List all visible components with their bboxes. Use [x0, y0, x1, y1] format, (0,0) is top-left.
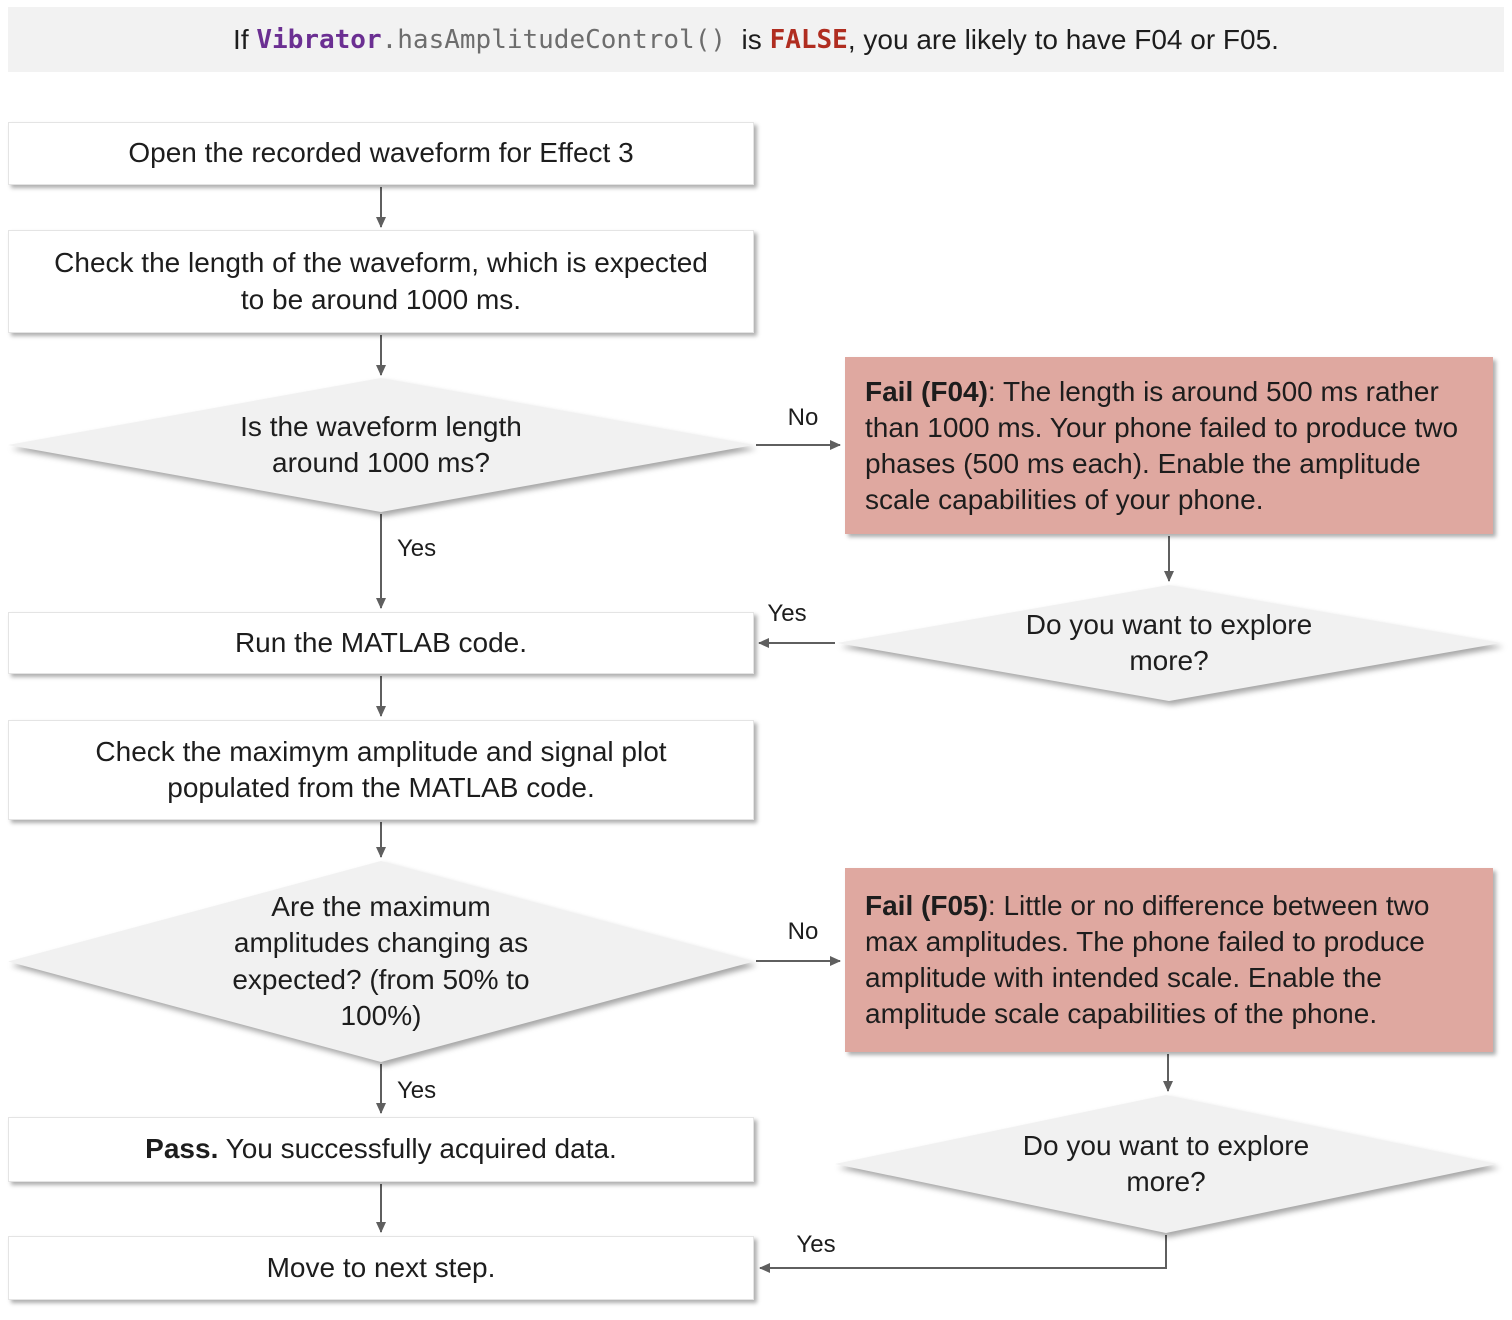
- decision-explore-1: Do you want to explore more?: [837, 585, 1501, 701]
- fail-f05-lead: Fail (F05): [865, 890, 988, 921]
- fail-f04-lead: Fail (F04): [865, 375, 988, 407]
- step-run-matlab: Run the MATLAB code.: [8, 612, 754, 674]
- step-pass-lead: Pass.: [145, 1133, 219, 1165]
- step-open-waveform-label: Open the recorded waveform for Effect 3: [128, 137, 634, 169]
- step-move-next: Move to next step.: [8, 1236, 754, 1300]
- step-pass-label: Pass. You successfully acquired data.: [105, 1131, 657, 1167]
- decision-amplitude: Are the maximum amplitudes changing as e…: [8, 861, 754, 1062]
- fail-f05-rest: : Little or no difference between two ma…: [865, 890, 1430, 1029]
- banner-text-tail: , you are likely to have F04 or F05.: [847, 23, 1279, 55]
- decision-explore-2: Do you want to explore more?: [835, 1095, 1497, 1233]
- step-open-waveform: Open the recorded waveform for Effect 3: [8, 122, 754, 185]
- step-check-amplitude-label: Check the maximym amplitude and signal p…: [95, 735, 667, 803]
- edge-label-yes-length: Yes: [397, 535, 437, 562]
- decision-amplitude-label: Are the maximum amplitudes changing as e…: [232, 890, 530, 1031]
- banner-text-plain: If: [233, 23, 257, 55]
- step-pass: Pass. You successfully acquired data.: [8, 1117, 754, 1182]
- decision-explore-2-label: Do you want to explore more?: [1022, 1129, 1310, 1197]
- fail-f05-box: Fail (F05): Little or no difference betw…: [845, 868, 1493, 1052]
- fail-f05-label: Fail (F05): Little or no difference betw…: [845, 888, 1493, 1032]
- edge-label-yes-explore-1: Yes: [767, 600, 807, 627]
- decision-length-label: Is the waveform length around 1000 ms?: [240, 410, 522, 478]
- decision-length: Is the waveform length around 1000 ms?: [8, 378, 754, 512]
- banner-code-false: FALSE: [769, 24, 848, 55]
- banner-code-method: .hasAmplitudeControl(): [381, 24, 726, 55]
- edge-label-yes-explore-2: Yes: [796, 1231, 836, 1258]
- step-pass-rest: You successfully acquired data.: [218, 1133, 617, 1165]
- fail-f04-box: Fail (F04): The length is around 500 ms …: [845, 357, 1493, 534]
- edge-label-no-length: No: [787, 404, 819, 431]
- step-run-matlab-label: Run the MATLAB code.: [234, 626, 528, 658]
- banner-text-is: is: [726, 23, 770, 55]
- edge-label-yes-amplitude: Yes: [397, 1077, 437, 1104]
- step-check-length: Check the length of the waveform, which …: [8, 230, 754, 333]
- step-check-amplitude: Check the maximym amplitude and signal p…: [8, 720, 754, 820]
- fail-f04-label: Fail (F04): The length is around 500 ms …: [845, 374, 1493, 518]
- condition-banner: If Vibrator.hasAmplitudeControl() is FAL…: [8, 7, 1504, 72]
- step-move-next-label: Move to next step.: [266, 1251, 496, 1283]
- banner-code-vibrator: Vibrator: [256, 24, 382, 55]
- step-check-length-label: Check the length of the waveform, which …: [54, 247, 708, 315]
- edge-label-no-amplitude: No: [787, 918, 819, 945]
- fail-f04-rest: : The length is around 500 ms rather tha…: [865, 375, 1459, 515]
- decision-explore-1-label: Do you want to explore more?: [1025, 608, 1313, 676]
